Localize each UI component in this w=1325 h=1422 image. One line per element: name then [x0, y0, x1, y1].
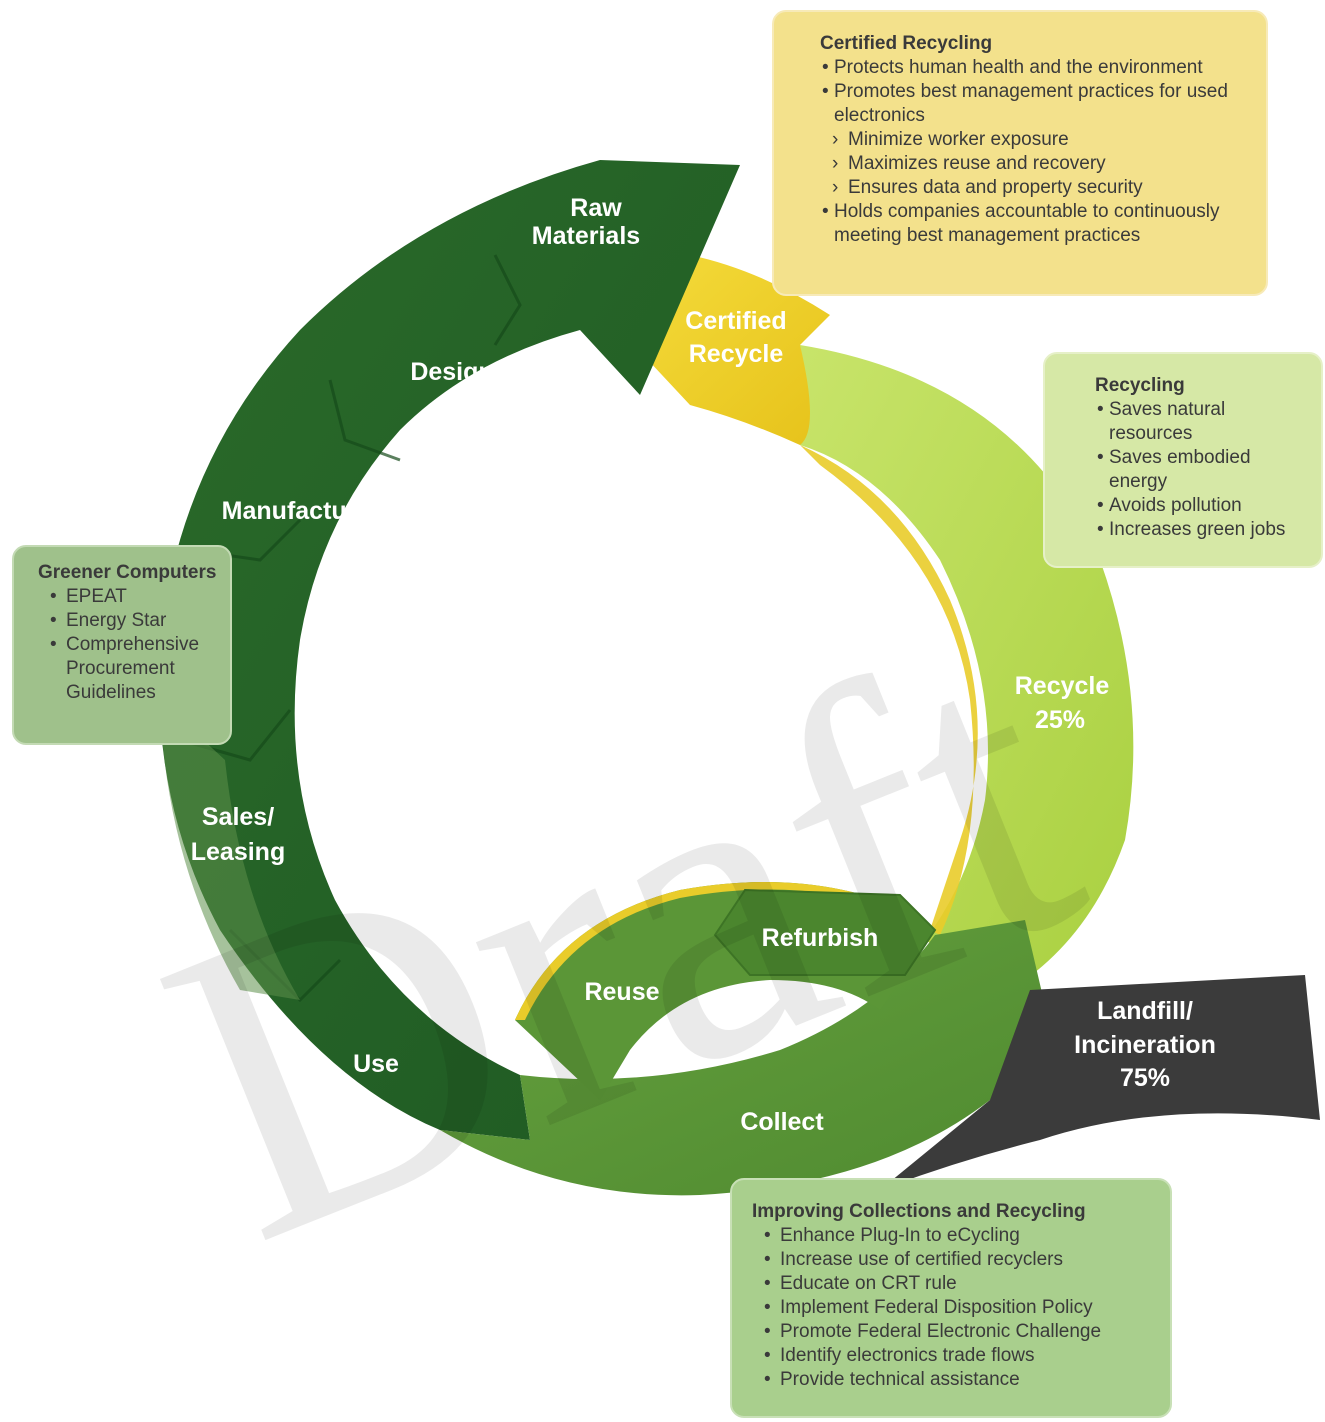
list-item: Comprehensive Procurement Guidelines [38, 633, 220, 705]
improving-collections-box: Improving Collections and Recycling Enha… [730, 1178, 1172, 1418]
label-certified: Certified [685, 307, 786, 335]
label-manufacture: Manufacture [222, 497, 371, 525]
list-item: Enhance Plug-In to eCycling [752, 1224, 1156, 1248]
list-item: Avoids pollution [1095, 494, 1307, 518]
list-item: Educate on CRT rule [752, 1272, 1156, 1296]
list-item: Ensures data and property security [820, 176, 1246, 200]
label-recycle: Recycle [1015, 672, 1110, 700]
label-landfill-pct: 75% [1120, 1064, 1170, 1092]
list-item: Holds companies accountable to continuou… [820, 200, 1246, 248]
label-raw: Raw [570, 194, 622, 222]
label-design: Design [410, 358, 493, 386]
list-item: Identify electronics trade flows [752, 1344, 1156, 1368]
label-reuse: Reuse [584, 978, 659, 1006]
label-materials: Materials [532, 222, 640, 250]
label-leasing: Leasing [191, 838, 285, 866]
certified-recycling-title: Certified Recycling [820, 33, 993, 54]
stage-labels: Raw Materials Design Manufacture Sales/ … [191, 194, 1216, 1136]
list-item: Energy Star [38, 609, 220, 633]
list-item: Promote Federal Electronic Challenge [752, 1320, 1156, 1344]
collect-arc [440, 920, 1060, 1196]
left-shade [160, 700, 300, 1000]
label-sales: Sales/ [202, 803, 274, 831]
landfill-ribbon [880, 975, 1320, 1190]
dark-green-arc [158, 160, 740, 1140]
label-use: Use [353, 1050, 399, 1078]
label-certified-recycle: Recycle [689, 340, 784, 368]
label-refurbish: Refurbish [762, 924, 879, 952]
list-item: Increase use of certified recyclers [752, 1248, 1156, 1272]
label-collect: Collect [740, 1108, 824, 1136]
recycling-title: Recycling [1095, 375, 1185, 396]
list-item: Provide technical assistance [752, 1368, 1156, 1392]
recycling-box: Recycling Saves natural resources Saves … [1043, 352, 1323, 568]
list-item: EPEAT [38, 585, 220, 609]
label-recycle-pct: 25% [1035, 706, 1085, 734]
list-item: Saves embodied energy [1095, 446, 1307, 494]
list-item: Increases green jobs [1095, 518, 1307, 542]
greener-computers-box: Greener Computers EPEAT Energy Star Comp… [12, 545, 232, 745]
refurbish-chevron [713, 888, 937, 976]
certified-recycling-box: Certified Recycling Protects human healt… [772, 10, 1268, 296]
list-item: Implement Federal Disposition Policy [752, 1296, 1156, 1320]
list-item: Minimize worker exposure [820, 128, 1246, 152]
list-item: Protects human health and the environmen… [820, 56, 1246, 80]
list-item: Saves natural resources [1095, 398, 1307, 446]
label-incineration: Incineration [1074, 1031, 1216, 1059]
greener-computers-title: Greener Computers [38, 562, 217, 583]
list-item: Promotes best management practices for u… [820, 80, 1246, 128]
label-landfill: Landfill/ [1097, 997, 1193, 1025]
improving-collections-title: Improving Collections and Recycling [752, 1201, 1086, 1222]
list-item: Maximizes reuse and recovery [820, 152, 1246, 176]
